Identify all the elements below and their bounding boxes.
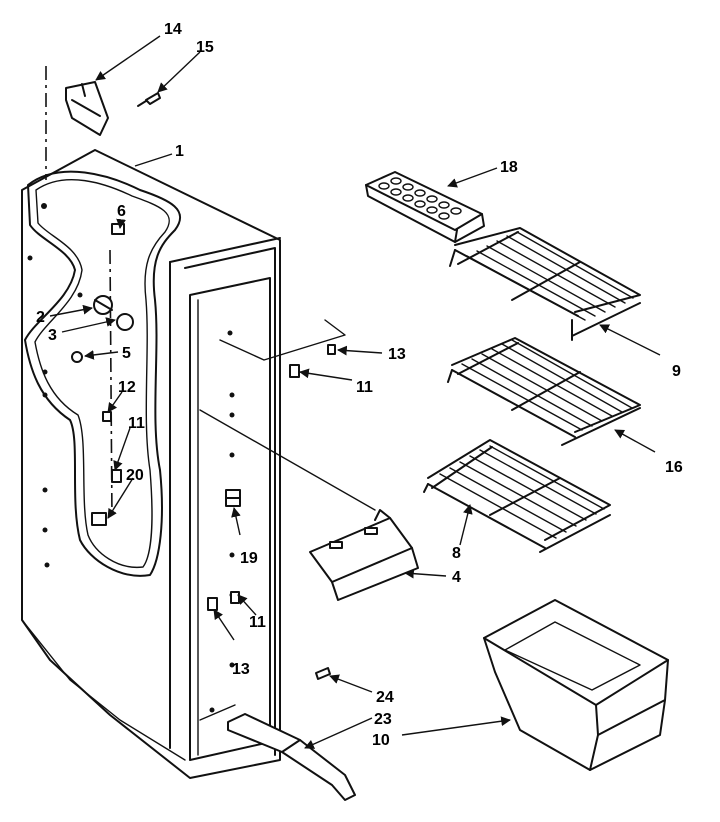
light-socket [93,295,134,331]
callout-labels: 14 15 1 18 6 2 3 5 12 11 20 13 11 9 16 8… [36,21,683,749]
ice-tray [365,171,485,243]
shelf-support [309,509,419,601]
control-clip [111,223,125,235]
harness-clip [91,512,107,526]
callout-11-lower: 11 [249,614,266,631]
grommet [71,351,83,363]
callout-5: 5 [122,345,131,362]
callout-14: 14 [164,21,182,38]
callout-6: 6 [117,203,126,220]
callout-15: 15 [196,39,214,56]
shelf-support-clip [225,489,241,507]
callout-11-left: 11 [128,415,145,432]
wire-clip [111,469,122,483]
callout-13-lower: 13 [232,661,250,678]
leader-lines [49,35,661,749]
callout-18: 18 [500,159,518,176]
callout-4: 4 [452,569,461,586]
wire-shelf-top [449,227,641,341]
callout-24: 24 [376,689,394,706]
bottom-hinge [227,713,356,801]
wire-shelf-middle [447,337,641,446]
bottom-screw [315,667,331,680]
callout-13-right: 13 [388,346,406,363]
callout-3: 3 [48,327,57,344]
callout-8: 8 [452,545,461,562]
callout-12: 12 [118,379,136,396]
callout-2: 2 [36,309,45,326]
callout-20: 20 [126,467,144,484]
callout-11-right: 11 [356,379,373,396]
small-clip [102,411,112,422]
callout-23: 23 [374,711,392,728]
right-clips [289,344,336,378]
callout-19: 19 [240,550,258,567]
lower-clips [207,591,240,611]
hinge-screw [137,92,161,107]
callout-16: 16 [665,459,683,476]
wire-shelf-bottom [423,439,611,553]
callout-9: 9 [672,363,681,380]
hinge-bracket [65,81,109,136]
callout-1: 1 [175,143,184,160]
callout-10: 10 [372,732,390,749]
storage-bin [483,599,669,771]
